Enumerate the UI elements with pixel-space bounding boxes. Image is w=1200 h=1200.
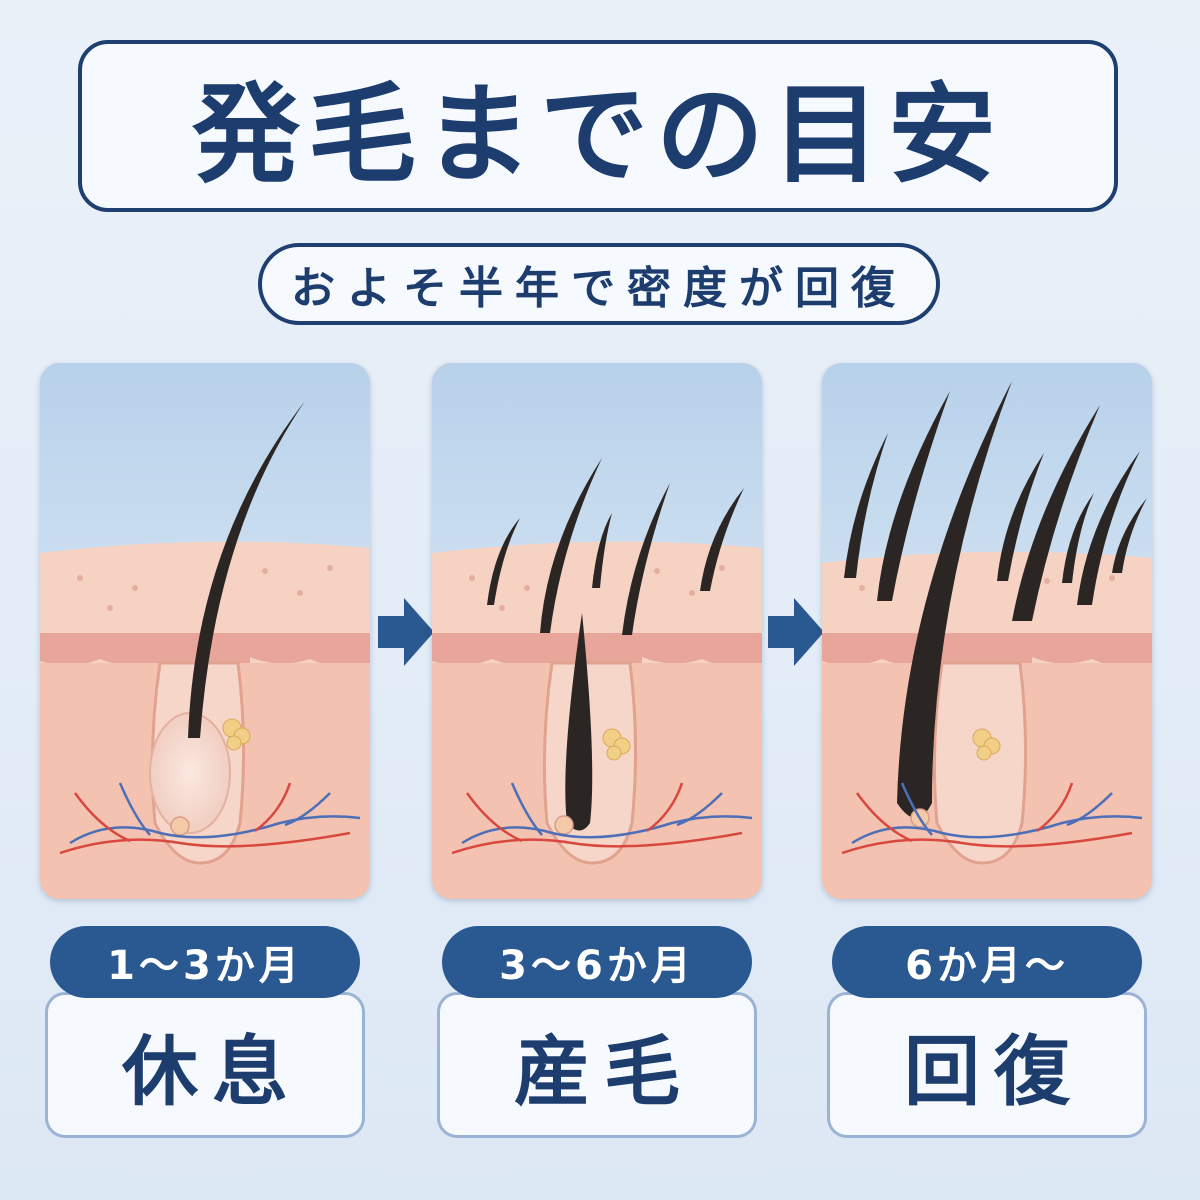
subtitle-banner: およそ半年で密度が回復 (258, 243, 940, 325)
stage-2-illustration-panel (432, 363, 762, 899)
resting-follicle-illustration (40, 363, 370, 899)
stage-2-label: 産毛 (514, 1027, 694, 1116)
stage-3-period: 6か月〜 (905, 943, 1069, 989)
stage-1-label: 休息 (122, 1027, 302, 1116)
stage-1-period-badge: 1〜3か月 (50, 926, 360, 998)
stage-3-label: 回復 (904, 1027, 1084, 1116)
stage-3-label-box: 回復 (827, 992, 1147, 1138)
stage-2-period: 3〜6か月 (499, 943, 695, 989)
recovered-hair-follicle-illustration (822, 363, 1152, 899)
stage-2-label-box: 産毛 (437, 992, 757, 1138)
title-banner: 発毛までの目安 (78, 40, 1118, 212)
stage-3-illustration-panel (822, 363, 1152, 899)
page-subtitle: およそ半年で密度が回復 (291, 263, 907, 314)
stage-1-period: 1〜3か月 (107, 943, 303, 989)
stage-1-label-box: 休息 (45, 992, 365, 1138)
stage-1-illustration-panel (40, 363, 370, 899)
arrow-right-icon (378, 598, 434, 666)
arrow-right-icon (768, 598, 824, 666)
stage-3-period-badge: 6か月〜 (832, 926, 1142, 998)
vellus-hair-follicle-illustration (432, 363, 762, 899)
stage-2-period-badge: 3〜6か月 (442, 926, 752, 998)
page-title: 発毛までの目安 (191, 73, 1004, 198)
